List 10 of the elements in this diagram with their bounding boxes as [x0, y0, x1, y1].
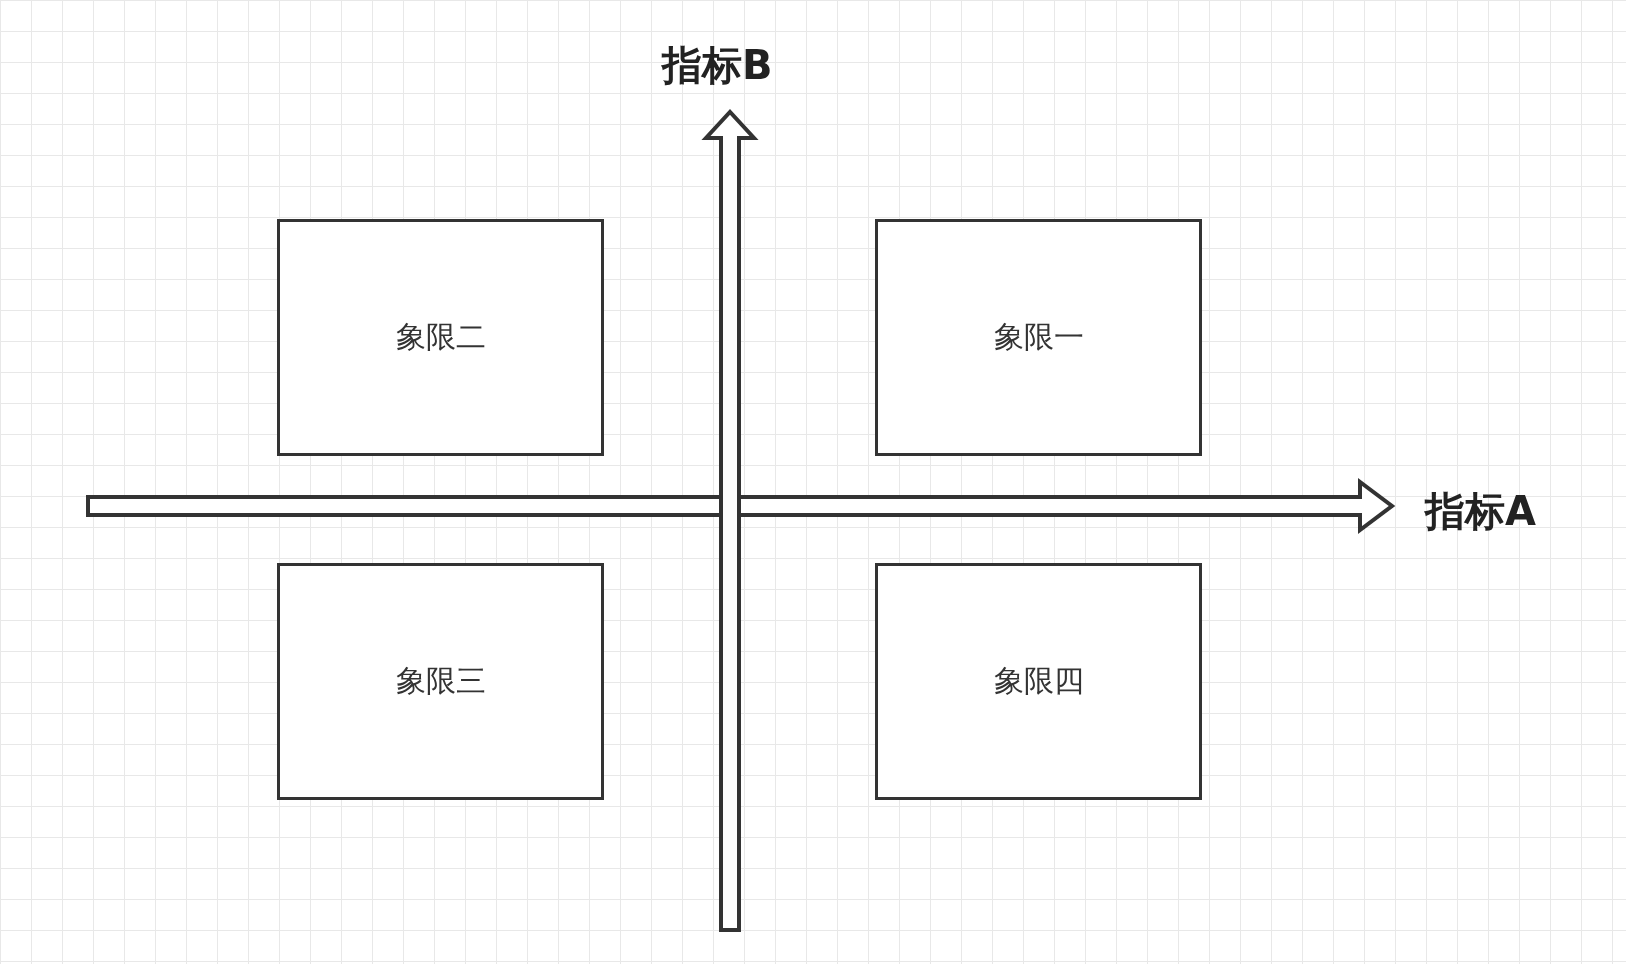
quadrant-label: 象限三	[395, 662, 486, 700]
quadrant-box	[875, 219, 1202, 456]
quadrant-label: 象限一	[993, 318, 1084, 356]
quadrant-label: 象限四	[993, 662, 1084, 700]
axis-label: 指标B	[662, 41, 773, 90]
axis-label: 指标A	[1425, 487, 1536, 536]
quadrant-box	[875, 563, 1202, 800]
quadrant-box	[277, 219, 604, 456]
quadrant-box	[277, 563, 604, 800]
quadrant-label: 象限二	[395, 318, 486, 356]
